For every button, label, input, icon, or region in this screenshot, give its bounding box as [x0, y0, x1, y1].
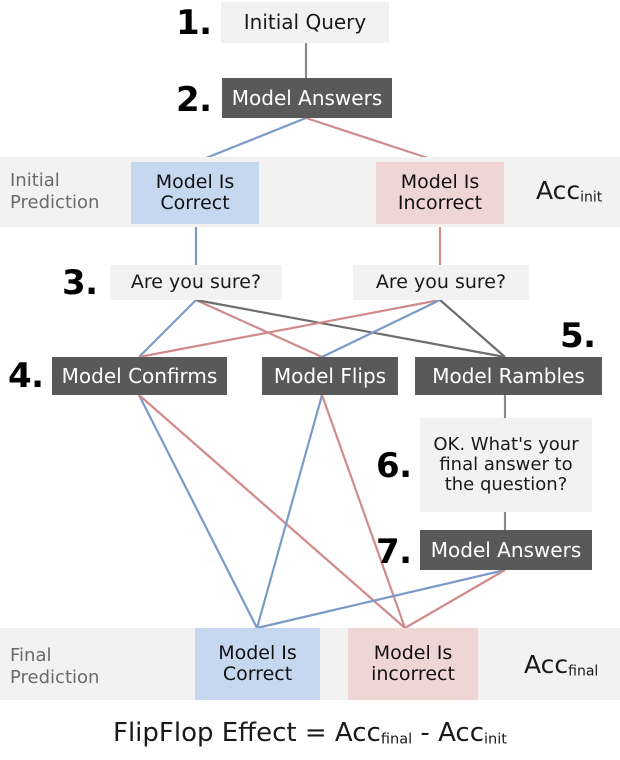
acc-final-base: Acc: [524, 650, 569, 679]
acc-final-label: Accfinal: [524, 650, 598, 680]
acc-init-subscript: init: [580, 189, 603, 206]
initial-prediction-label: Initial Prediction: [10, 170, 100, 213]
flipflop-formula: FlipFlop Effect = Accfinal - Accinit: [0, 718, 620, 748]
node-initial-query[interactable]: Initial Query: [221, 2, 389, 43]
edge-sureL-to-rambles: [195, 298, 506, 359]
step-number-5: 5.: [560, 316, 596, 356]
edge-final-answers-to-incorrect: [404, 569, 506, 629]
node-model-is-incorrect-initial-label: Model Is Incorrect: [397, 170, 483, 214]
edge-sureL-to-confirms: [138, 299, 197, 358]
node-final-answer-prompt-label: OK. What's your final answer to the ques…: [433, 433, 579, 496]
edge-confirms-to-final-incorrect: [138, 394, 406, 629]
node-model-confirms[interactable]: Model Confirms: [52, 357, 227, 395]
node-model-is-correct-initial[interactable]: Model Is Correct: [131, 162, 259, 224]
node-are-you-sure-left[interactable]: Are you sure?: [110, 265, 282, 300]
node-final-answer-prompt[interactable]: OK. What's your final answer to the ques…: [420, 418, 592, 512]
step-number-3: 3.: [62, 263, 98, 303]
initial-prediction-band: [0, 157, 620, 227]
formula-lead: FlipFlop Effect = Acc: [112, 718, 381, 748]
node-are-you-sure-right[interactable]: Are you sure?: [353, 265, 529, 300]
step-number-1: 1.: [176, 3, 212, 43]
acc-final-subscript: final: [568, 663, 599, 680]
final-prediction-label: Final Prediction: [10, 645, 100, 688]
node-model-rambles[interactable]: Model Rambles: [415, 357, 602, 395]
formula-mid: - Acc: [412, 718, 484, 748]
edge-answers-to-correct: [195, 116, 307, 164]
node-model-is-incorrect-final[interactable]: Model Is incorrect: [348, 628, 478, 700]
formula-sub-final: final: [380, 730, 413, 748]
step-number-2: 2.: [176, 80, 212, 120]
edge-sureR-to-rambles: [439, 299, 506, 358]
node-model-is-correct-initial-label: Model Is Correct: [155, 170, 235, 214]
edge-sureL-to-flips: [195, 298, 323, 359]
node-model-answers-top[interactable]: Model Answers: [222, 78, 392, 118]
edge-sureR-to-flips: [321, 299, 441, 358]
step-number-7: 7.: [376, 532, 412, 572]
edge-answers-to-incorrect: [305, 116, 441, 164]
edge-final-answers-to-correct: [256, 568, 506, 630]
acc-init-label: Accinit: [536, 176, 602, 206]
node-model-is-incorrect-final-label: Model Is incorrect: [371, 641, 455, 685]
step-number-4: 4.: [8, 356, 44, 396]
node-model-flips[interactable]: Model Flips: [262, 357, 398, 395]
node-model-is-correct-final[interactable]: Model Is Correct: [195, 628, 320, 700]
edge-flips-to-final-incorrect: [320, 394, 407, 629]
acc-init-base: Acc: [536, 176, 581, 205]
step-number-6: 6.: [376, 446, 412, 486]
edge-flips-to-final-correct: [255, 394, 324, 629]
edge-confirms-to-final-correct: [138, 394, 258, 629]
node-model-is-correct-final-label: Model Is Correct: [218, 641, 297, 685]
node-model-answers-final[interactable]: Model Answers: [420, 530, 592, 570]
formula-sub-init: init: [484, 730, 508, 748]
edge-sureR-to-confirms: [138, 298, 441, 359]
node-model-is-incorrect-initial[interactable]: Model Is Incorrect: [376, 162, 504, 224]
